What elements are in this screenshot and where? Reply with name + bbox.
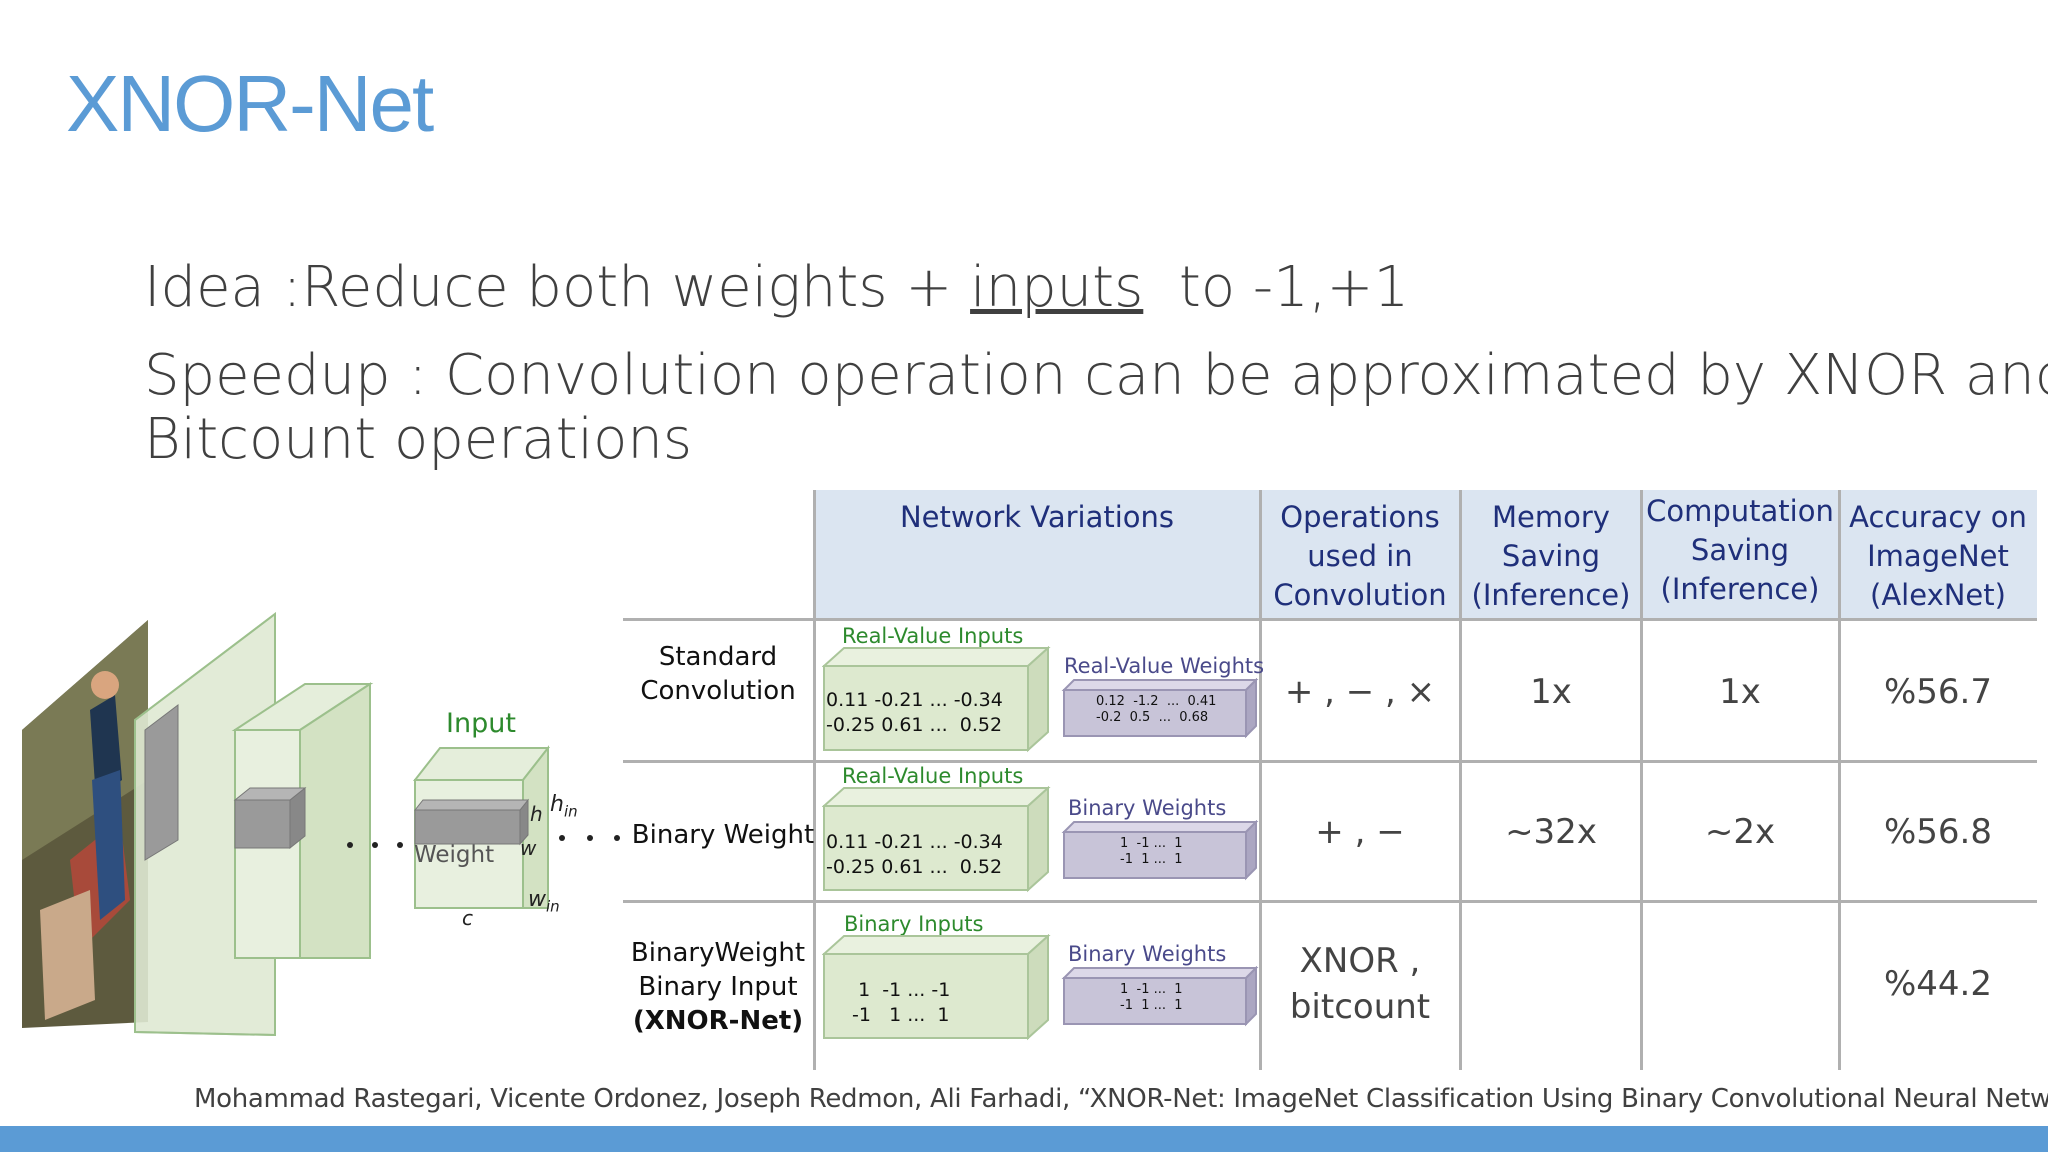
accuracy-value: %56.7: [1883, 672, 1992, 712]
divider: [623, 900, 2037, 903]
input-values: 1 -1 ... -1 -1 1 ... 1: [852, 979, 951, 1026]
header-operations: Operations used in Convolution: [1261, 498, 1459, 615]
weight-caption: Binary Weights: [1068, 942, 1227, 966]
w-symbol: w: [520, 836, 537, 860]
xnor-figure: Input Weight h hin w win c Network Varia…: [0, 480, 2048, 1080]
row-label-standard: Standard Convolution: [620, 640, 816, 708]
header-computation-line1: Computation: [1646, 494, 1834, 528]
weight-box: [1061, 966, 1259, 1027]
operations-value: + , −: [1315, 812, 1405, 852]
header-operations-line2: used in: [1307, 539, 1413, 573]
inputs-link[interactable]: inputs: [970, 255, 1144, 320]
header-computation-line2: Saving: [1690, 533, 1790, 567]
h-in-label: hin: [550, 792, 578, 820]
input-caption: Real-Value Inputs: [842, 764, 1024, 788]
memory-value: 1x: [1530, 672, 1572, 712]
divider: [623, 760, 2037, 763]
memory-value: ~32x: [1505, 812, 1597, 852]
bullet-idea: Idea :Reduce both weights + inputs to -1…: [144, 256, 1409, 320]
divider: [623, 618, 2037, 621]
header-operations-line1: Operations: [1280, 500, 1440, 534]
slide-title: XNOR-Net: [66, 59, 434, 148]
row-label-line2: Binary Input: [638, 972, 798, 1002]
row-label-xnor-net: BinaryWeight Binary Input (XNOR-Net): [620, 936, 816, 1038]
header-accuracy-line3: (AlexNet): [1870, 578, 2006, 612]
divider: [1459, 490, 1462, 1070]
computation-value: 1x: [1719, 672, 1761, 712]
row-label-line1: Standard: [658, 642, 778, 672]
header-memory-line3: (Inference): [1471, 578, 1631, 612]
input-values: 0.11 -0.21 ... -0.34 -0.25 0.61 ... 0.52: [826, 689, 1003, 736]
computation-value: ~2x: [1704, 812, 1776, 852]
input-box: [822, 786, 1051, 893]
operations-line1: XNOR ,: [1299, 941, 1421, 981]
weight-box: [1061, 820, 1259, 881]
weight-caption: Binary Weights: [1068, 796, 1227, 820]
row-label-line1: Binary Weight: [631, 820, 815, 850]
weight-values: 1 -1 ... 1 -1 1 ... 1: [1120, 982, 1183, 1013]
person-photo-image: [22, 620, 148, 1028]
bullet-idea-suffix: to -1,+1: [1143, 255, 1410, 320]
header-accuracy-line2: ImageNet: [1867, 539, 2009, 573]
h-in-subscript: in: [563, 802, 578, 821]
citation: Mohammad Rastegari, Vicente Ordonez, Jos…: [194, 1084, 2048, 1114]
header-operations-line3: Convolution: [1273, 578, 1447, 612]
operations-value: + , − , ×: [1284, 672, 1436, 712]
divider: [1838, 490, 1841, 1070]
header-network-variations: Network Variations: [899, 500, 1175, 534]
input-values: 0.11 -0.21 ... -0.34 -0.25 0.61 ... 0.52: [826, 831, 1003, 878]
h-symbol: h: [530, 802, 543, 826]
row-label-line1: BinaryWeight: [630, 938, 806, 968]
input-caption: Real-Value Inputs: [842, 624, 1024, 648]
header-computation-line3: (Inference): [1660, 572, 1820, 606]
row-label-line3: (XNOR-Net): [632, 1006, 804, 1036]
weight-box: [1061, 678, 1259, 739]
header-memory-line2: Saving: [1501, 539, 1601, 573]
h-in-symbol: h: [550, 792, 564, 817]
weight-values: 1 -1 ... 1 -1 1 ... 1: [1120, 836, 1183, 867]
w-in-symbol: w: [528, 887, 546, 912]
convolution-diagram: [22, 611, 620, 1037]
input-caption: Binary Inputs: [844, 912, 984, 936]
header-memory: Memory Saving (Inference): [1461, 498, 1641, 615]
header-computation: Computation Saving (Inference): [1642, 492, 1838, 609]
header-accuracy: Accuracy on ImageNet (AlexNet): [1840, 498, 2036, 615]
bullet-speedup-line2: Bitcount operations: [144, 407, 693, 472]
accuracy-value: %44.2: [1883, 964, 1992, 1004]
divider: [1640, 490, 1643, 1070]
w-in-label: win: [528, 887, 560, 915]
operations-value: XNOR , bitcount: [1261, 938, 1459, 1030]
row-label-line2: Convolution: [640, 676, 796, 706]
weight-values: 0.12 -1.2 ... 0.41 -0.2 0.5 ... 0.68: [1096, 694, 1217, 725]
input-box: [822, 934, 1051, 1041]
table-header-bg: [815, 490, 2037, 618]
header-memory-line1: Memory: [1492, 500, 1610, 534]
accuracy-value: %56.8: [1883, 812, 1992, 852]
row-label-binary-weight: Binary Weight: [628, 818, 818, 852]
h-label: h: [530, 802, 543, 826]
input-box: [822, 646, 1051, 753]
footer-bar: [0, 1126, 2048, 1152]
w-in-subscript: in: [546, 897, 560, 916]
weight-caption: Real-Value Weights: [1064, 654, 1265, 678]
input-label: Input: [446, 708, 516, 739]
header-accuracy-line1: Accuracy on: [1849, 500, 2027, 534]
c-symbol: c: [462, 906, 473, 930]
w-label: w: [520, 836, 536, 860]
divider: [1259, 490, 1262, 1070]
c-label: c: [462, 906, 473, 930]
bullet-speedup: Speedup : Convolution operation can be a…: [144, 344, 2048, 472]
weight-label: Weight: [414, 842, 495, 868]
divider: [813, 490, 816, 1070]
operations-line2: bitcount: [1289, 987, 1431, 1027]
bullet-speedup-line1: Speedup : Convolution operation can be a…: [144, 343, 2048, 408]
bullet-idea-prefix: Idea :Reduce both weights +: [144, 255, 971, 320]
